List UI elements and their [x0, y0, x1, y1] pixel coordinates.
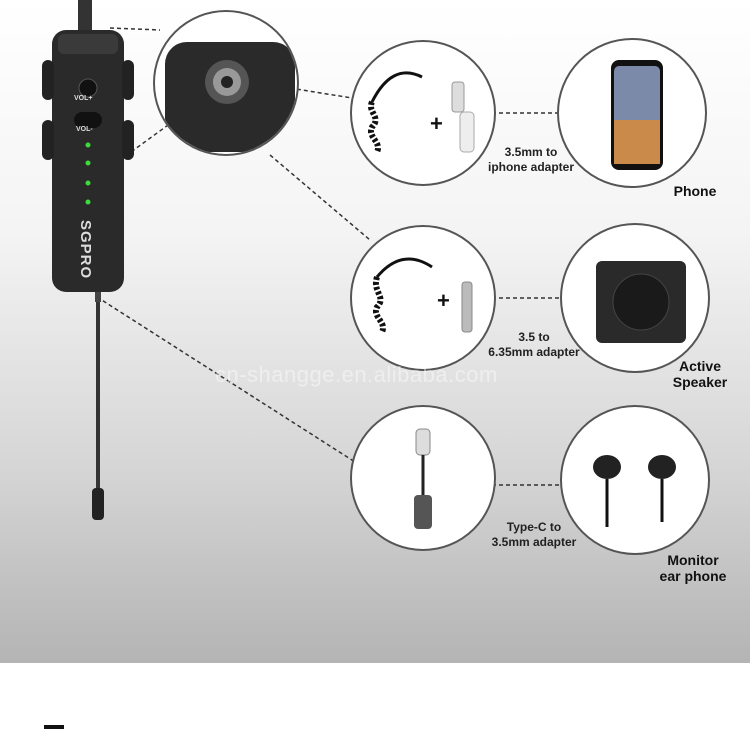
cable-label-3: Type-C to 3.5mm adapter — [491, 520, 577, 549]
target-label-phone: Phone — [673, 183, 717, 199]
led-3 — [85, 180, 91, 186]
coiled-cable-jack-adapter-icon — [372, 257, 473, 334]
speaker-icon — [596, 261, 686, 343]
coiled-cable-lightning-adapter-icon — [367, 71, 475, 154]
jack-socket-icon — [165, 42, 295, 152]
cable-label-2: 3.5 to 6.35mm adapter — [488, 330, 580, 359]
cable-circle-2 — [350, 225, 496, 371]
footer-mark — [44, 725, 64, 729]
target-label-earphone: Monitor ear phone — [659, 552, 727, 584]
cable-label-1: 3.5mm to iphone adapter — [487, 145, 574, 174]
target-label-speaker: Active Speaker — [672, 358, 728, 390]
cable-circle-3 — [350, 405, 496, 551]
speaker-circle — [560, 223, 710, 373]
footer — [0, 663, 750, 750]
vol-down-label: VOL- — [76, 126, 93, 133]
phone-circle — [557, 38, 707, 188]
smartphone-icon — [611, 60, 663, 170]
watermark: cn-shangge.en.alibaba.com — [215, 362, 498, 387]
plus-sign-2: + — [437, 288, 450, 313]
type-c-adapter-icon — [414, 428, 432, 529]
earphones-icon — [593, 455, 676, 527]
vol-up-label: VOL+ — [74, 95, 93, 102]
brand-text: SGPRO — [77, 220, 94, 280]
led-4 — [85, 199, 91, 205]
cable-circle-1 — [350, 40, 496, 186]
plus-sign-1: + — [430, 111, 443, 136]
led-2 — [85, 160, 91, 166]
led-1 — [85, 142, 91, 148]
earphones-circle — [560, 405, 710, 555]
jack-closeup — [153, 10, 299, 156]
wireless-transmitter — [42, 0, 134, 520]
